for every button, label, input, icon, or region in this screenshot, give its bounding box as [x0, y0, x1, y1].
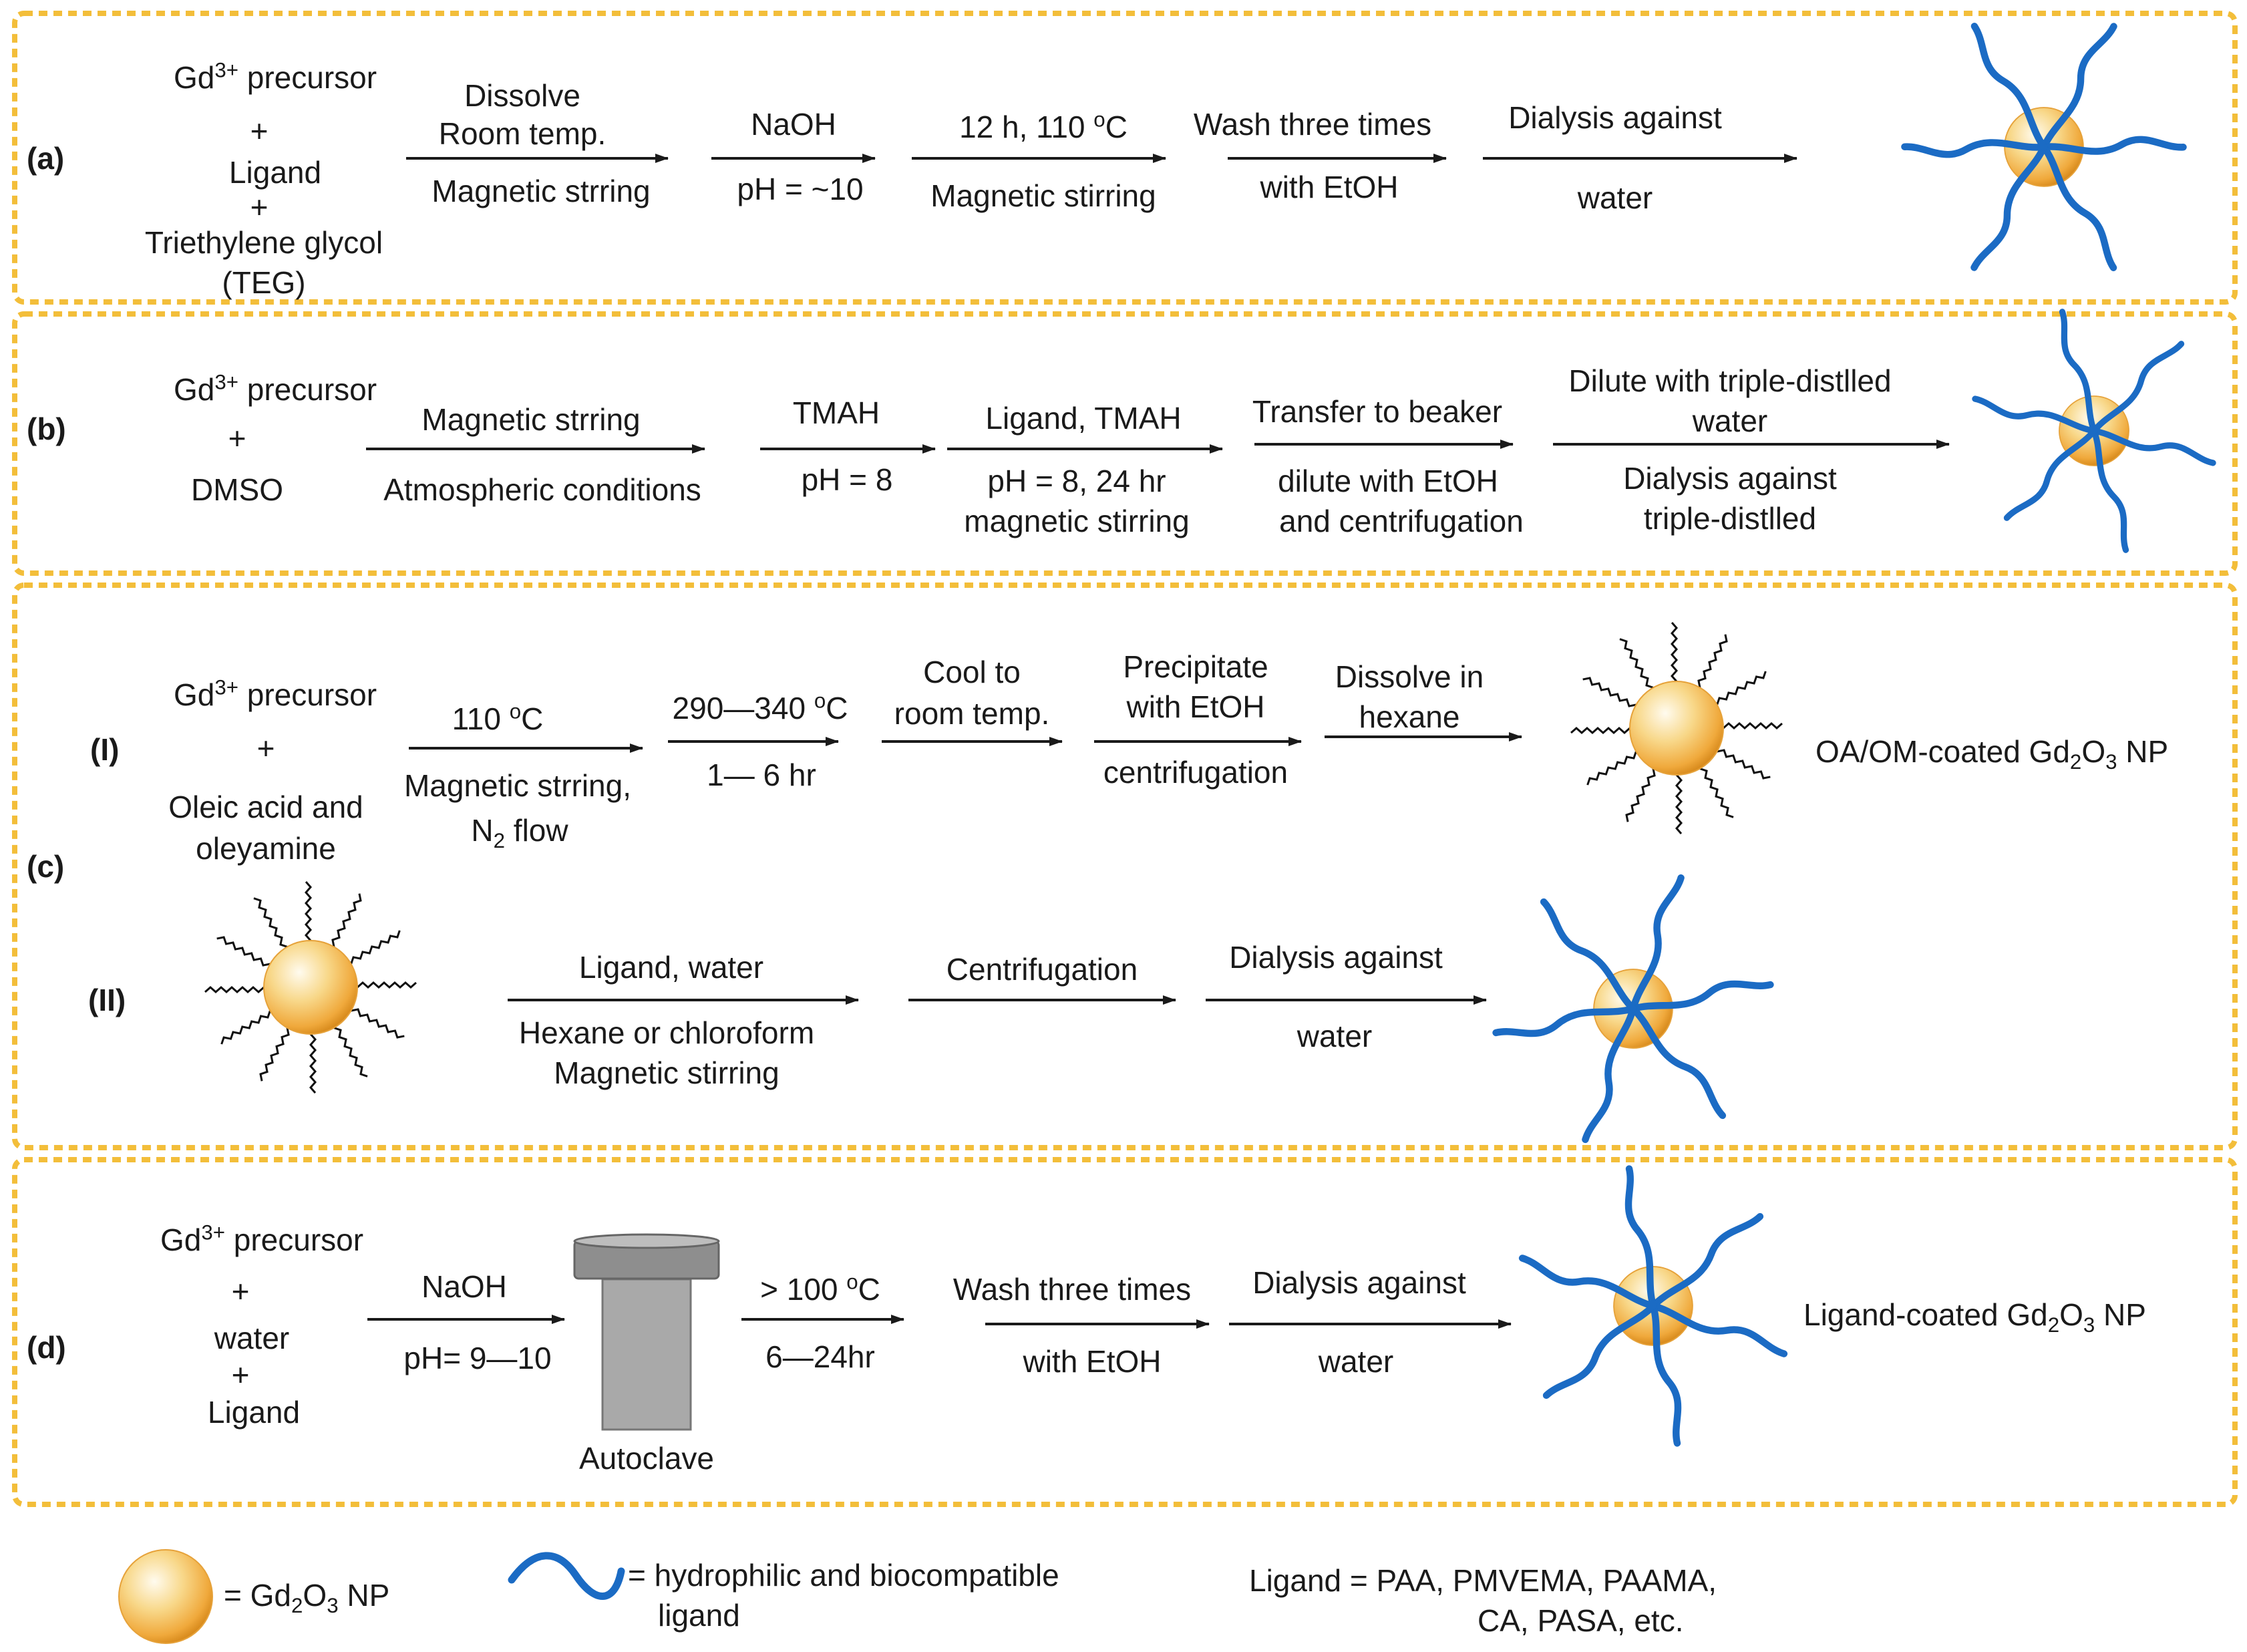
step-condition-top: Ligand, water	[578, 950, 764, 985]
step-condition-top: 110 oC	[452, 699, 544, 736]
step-condition-bottom: Magnetic strring,	[403, 768, 632, 803]
reactant-solvent: DMSO	[191, 472, 283, 507]
step-condition-top: Ligand, TMAH	[985, 401, 1182, 436]
oa-om-coated-nanoparticle-icon	[1571, 623, 1782, 834]
step-condition-top: 12 h, 110 oC	[959, 108, 1128, 144]
plus-sign: +	[231, 1274, 250, 1309]
gd2o3-nanoparticle-icon	[118, 1549, 213, 1644]
legend-ligand-label: = hydrophilic and biocompatible	[628, 1558, 1059, 1593]
panel-b-label: (b)	[27, 411, 66, 446]
step-condition-bottom: water	[1577, 180, 1653, 215]
step-condition-bottom: 1— 6 hr	[707, 758, 816, 792]
step-condition-top: Room temp.	[438, 116, 607, 151]
step-condition-bottom: centrifugation	[1103, 755, 1288, 790]
plus-sign: +	[250, 190, 269, 224]
plus-sign: +	[231, 1357, 250, 1392]
panel-a-border	[12, 11, 2238, 305]
step-condition-top: Precipitate	[1123, 649, 1268, 684]
reactant-oleic-acid: Oleic acid and	[168, 790, 363, 824]
reactant-ligand: Ligand	[228, 155, 322, 190]
ligand-coated-nanoparticle-icon	[1475, 866, 1791, 1152]
step-condition-bottom: Magnetic strring	[431, 174, 651, 208]
step-condition-top: Wash three times	[953, 1272, 1192, 1307]
reactant-gd-precursor: Gd3+ precursor	[160, 1220, 364, 1257]
step-condition-top: Dialysis against	[1229, 940, 1443, 975]
step-condition-bottom: magnetic stirring	[964, 504, 1190, 538]
reactant-gd-precursor: Gd3+ precursor	[173, 370, 377, 407]
step-condition-bottom: Hexane or chloroform	[518, 1015, 815, 1050]
plus-sign: +	[228, 421, 246, 456]
step-condition-bottom: Magnetic stirring	[554, 1055, 780, 1090]
step-condition-top: water	[1692, 403, 1768, 438]
step-condition-bottom: water	[1318, 1344, 1394, 1379]
step-condition-bottom: with EtOH	[1260, 170, 1399, 204]
autoclave-label: Autoclave	[578, 1441, 715, 1476]
step-condition-top: Dissolve	[464, 78, 580, 113]
product-label: OA/OM-coated Gd2O3 NP	[1816, 734, 2169, 774]
step-condition-top: TMAH	[792, 395, 880, 430]
reactant-oleyamine: oleyamine	[196, 831, 336, 866]
step-condition-bottom: and centrifugation	[1279, 504, 1524, 538]
panel-c-label: (c)	[27, 849, 65, 884]
step-condition-bottom: dilute with EtOH	[1278, 464, 1498, 498]
reactant-ligand: Ligand	[207, 1395, 301, 1430]
panel-b-border	[12, 311, 2238, 576]
reactant-solvent-abbr: (TEG)	[222, 265, 306, 300]
subpanel-I-label: (I)	[90, 732, 120, 767]
step-condition-top: Dialysis against	[1252, 1265, 1466, 1300]
step-condition-top: Dialysis against	[1508, 100, 1722, 135]
step-condition-bottom: triple-distlled	[1643, 501, 1817, 536]
reactant-solvent: Triethylene glycol	[144, 225, 383, 260]
ligand-coated-nanoparticle-icon	[1481, 1145, 1826, 1467]
product-label: Ligand-coated Gd2O3 NP	[1803, 1297, 2146, 1337]
panel-a-label: (a)	[27, 141, 65, 176]
step-condition-top: Dilute with triple-distlled	[1568, 363, 1892, 398]
step-condition-top: > 100 oC	[760, 1270, 880, 1307]
plus-sign: +	[256, 731, 275, 766]
step-condition-bottom: pH = 8, 24 hr	[987, 464, 1166, 498]
reactant-water: water	[214, 1321, 290, 1355]
ligand-coated-nanoparticle-icon	[1948, 296, 2241, 566]
step-condition-top: Magnetic strring	[421, 402, 641, 437]
step-condition-top: with EtOH	[1126, 689, 1265, 724]
reactant-gd-precursor: Gd3+ precursor	[173, 675, 377, 712]
step-condition-bottom: pH = ~10	[737, 172, 864, 206]
oa-om-coated-nanoparticle-icon	[205, 882, 416, 1093]
step-condition-top: hexane	[1359, 699, 1460, 734]
step-condition-top: 290—340 oC	[672, 689, 848, 725]
autoclave-icon	[573, 1233, 720, 1431]
step-condition-top: Dissolve in	[1335, 659, 1484, 694]
step-condition-top: Wash three times	[1193, 107, 1432, 142]
plus-sign: +	[250, 114, 269, 148]
step-condition-top: Transfer to beaker	[1252, 394, 1503, 429]
legend-np-label: = Gd2O3 NP	[224, 1578, 390, 1618]
step-condition-bottom: N2 flow	[471, 813, 568, 853]
step-condition-bottom: pH= 9—10	[403, 1341, 552, 1375]
legend-ligand-list: Ligand = PAA, PMVEMA, PAAMA,	[1249, 1563, 1717, 1598]
panel-c-border	[12, 583, 2238, 1150]
legend-ligand-list: CA, PASA, etc.	[1478, 1603, 1684, 1638]
reactant-gd-precursor: Gd3+ precursor	[173, 58, 377, 95]
step-condition-bottom: with EtOH	[1023, 1344, 1162, 1379]
ligand-coated-nanoparticle-icon	[1904, 26, 2183, 267]
subpanel-II-label: (II)	[88, 983, 126, 1017]
step-condition-bottom: Atmospheric conditions	[383, 472, 701, 507]
step-condition-top: NaOH	[421, 1269, 507, 1304]
legend-ligand-label: ligand	[658, 1598, 740, 1633]
step-condition-bottom: Magnetic stirring	[930, 178, 1156, 213]
step-condition-top: Cool to	[923, 655, 1021, 689]
panel-d-label: (d)	[27, 1330, 66, 1365]
step-condition-bottom: water	[1297, 1019, 1373, 1053]
step-condition-bottom: 6—24hr	[765, 1339, 875, 1374]
step-condition-top: NaOH	[751, 107, 836, 142]
step-condition-top: Centrifugation	[946, 952, 1138, 987]
step-condition-bottom: Dialysis against	[1623, 461, 1837, 496]
step-condition-bottom: pH = 8	[801, 462, 893, 497]
step-condition-top: room temp.	[894, 696, 1050, 731]
ligand-wave-icon	[508, 1552, 625, 1600]
